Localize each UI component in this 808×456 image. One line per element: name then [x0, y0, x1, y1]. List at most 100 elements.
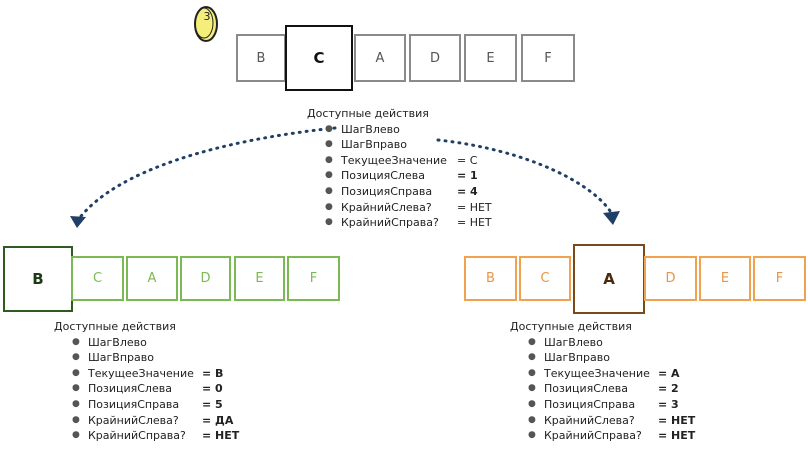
action-name: ПозицияСлева [544, 382, 628, 396]
action-name: КрайнийСправа? [88, 429, 186, 443]
action-item: ●ПозицияСлева= 0 [72, 381, 223, 397]
action-name: ТекущееЗначение [544, 366, 650, 380]
action-item: ● ПозицияСлева = 1 [325, 168, 478, 184]
action-item: ● ШагВлево [325, 122, 429, 138]
bullet-icon: ● [528, 367, 536, 378]
action-name: ШагВправо [341, 138, 407, 152]
left-cell: E [234, 256, 285, 301]
action-value: = 2 [658, 382, 679, 396]
action-value: = ДА [202, 413, 234, 427]
right-cell: F [753, 256, 806, 301]
bullet-icon: ● [528, 414, 536, 425]
action-item: ● ПозицияСлева = 2 [528, 381, 679, 397]
right-cell-selected: A [573, 244, 645, 314]
top-cell-selected: C [285, 25, 353, 91]
action-item: ●КрайнийСправа?= НЕТ [528, 428, 695, 444]
action-name: ШагВправо [88, 351, 154, 365]
bullet-icon: ● [72, 383, 80, 394]
bullet-icon: ● [72, 414, 80, 425]
bullet-icon: ● [528, 336, 536, 347]
action-name: КрайнийСлева? [341, 200, 432, 214]
step-badge-number: 3 [203, 10, 211, 23]
action-value: = 1 [457, 169, 478, 183]
bullet-icon: ● [72, 352, 80, 363]
top-cell: E [464, 34, 517, 82]
top-cell: D [409, 34, 461, 82]
action-value: = 5 [202, 397, 223, 411]
arrow-to-right [436, 138, 614, 216]
action-name: ПозицияСправа [88, 397, 180, 411]
arrow-to-left-head [70, 216, 86, 228]
action-item: ● ШагВлево [72, 335, 176, 351]
bullet-icon: ● [528, 398, 536, 409]
action-name: ПозицияСправа [544, 397, 636, 411]
action-value: = НЕТ [658, 429, 696, 443]
bullet-icon: ● [325, 170, 333, 181]
action-item: ●ШагВправо [528, 350, 632, 366]
action-item: ● ШагВправо [325, 137, 429, 153]
left-cell: D [180, 256, 231, 301]
top-cell: B [236, 34, 286, 82]
action-value: = НЕТ [457, 200, 492, 214]
right-cell: B [464, 256, 517, 301]
left-cell: A [126, 256, 178, 301]
bullet-icon: ● [325, 139, 333, 150]
left-actions-panel: Доступные действия ●ШагВлево ●ШагВправо … [54, 319, 239, 444]
action-item: ● ШагВлево [528, 335, 632, 351]
action-value: = C [457, 153, 478, 167]
action-item: ● ТекущееЗначение = B [72, 366, 223, 382]
action-name: ПозицияСлева [341, 169, 425, 183]
right-cell: D [644, 256, 697, 301]
action-item: ● ТекущееЗначение = C [325, 153, 477, 169]
action-item: ● ПозицияСправа = 4 [325, 184, 478, 200]
action-name: ШагВлево [544, 335, 603, 349]
bullet-icon: ● [325, 123, 333, 134]
action-name: ШагВлево [88, 335, 147, 349]
action-value: = НЕТ [457, 216, 492, 230]
action-item: ● КрайнийСправа? = НЕТ [72, 428, 239, 444]
action-name: ПозицияСправа [341, 184, 433, 198]
action-name: КрайнийСлева? [544, 413, 635, 427]
action-item: ●КрайнийСправа?= НЕТ [325, 215, 492, 231]
arrow-to-left [76, 126, 337, 222]
left-cell-selected: B [3, 246, 73, 312]
right-cell: C [519, 256, 571, 301]
action-value: = 4 [457, 184, 478, 198]
top-cell: F [521, 34, 575, 82]
action-name: ТекущееЗначение [88, 366, 194, 380]
action-value: = 0 [202, 382, 223, 396]
action-name: ШагВправо [544, 351, 610, 365]
bullet-icon: ● [325, 154, 333, 165]
action-name: КрайнийСправа? [544, 429, 642, 443]
bullet-icon: ● [325, 185, 333, 196]
top-actions-panel: Доступные действия ●ШагВлево ●ШагВправо … [307, 106, 492, 231]
action-name: ШагВлево [341, 122, 400, 136]
bullet-icon: ● [72, 367, 80, 378]
action-value: = НЕТ [202, 429, 240, 443]
action-item: ● КрайнийСлева? = НЕТ [325, 200, 492, 216]
bullet-icon: ● [72, 430, 80, 441]
bullet-icon: ● [325, 217, 333, 228]
action-value: = НЕТ [658, 413, 696, 427]
bullet-icon: ● [325, 201, 333, 212]
right-actions-panel: Доступные действия ●ШагВлево ●ШагВправо … [510, 319, 695, 444]
top-actions-title: Доступные действия [307, 107, 429, 120]
action-item: ● ТекущееЗначение = A [528, 366, 680, 382]
left-actions-title: Доступные действия [54, 320, 176, 333]
right-cell: E [699, 256, 751, 301]
action-value: = B [202, 366, 224, 380]
bullet-icon: ● [528, 383, 536, 394]
action-item: ●КрайнийСлева?= ДА [72, 413, 233, 429]
action-name: ТекущееЗначение [341, 153, 447, 167]
action-value: = A [658, 366, 680, 380]
left-cell: C [71, 256, 124, 301]
step-badge-icon [194, 6, 218, 42]
left-cell: F [287, 256, 340, 301]
right-actions-title: Доступные действия [510, 320, 632, 333]
action-value: = 3 [658, 397, 679, 411]
action-item: ● ПозицияСправа = 3 [528, 397, 679, 413]
action-item: ● КрайнийСлева? = НЕТ [528, 413, 695, 429]
bullet-icon: ● [72, 398, 80, 409]
bullet-icon: ● [72, 336, 80, 347]
